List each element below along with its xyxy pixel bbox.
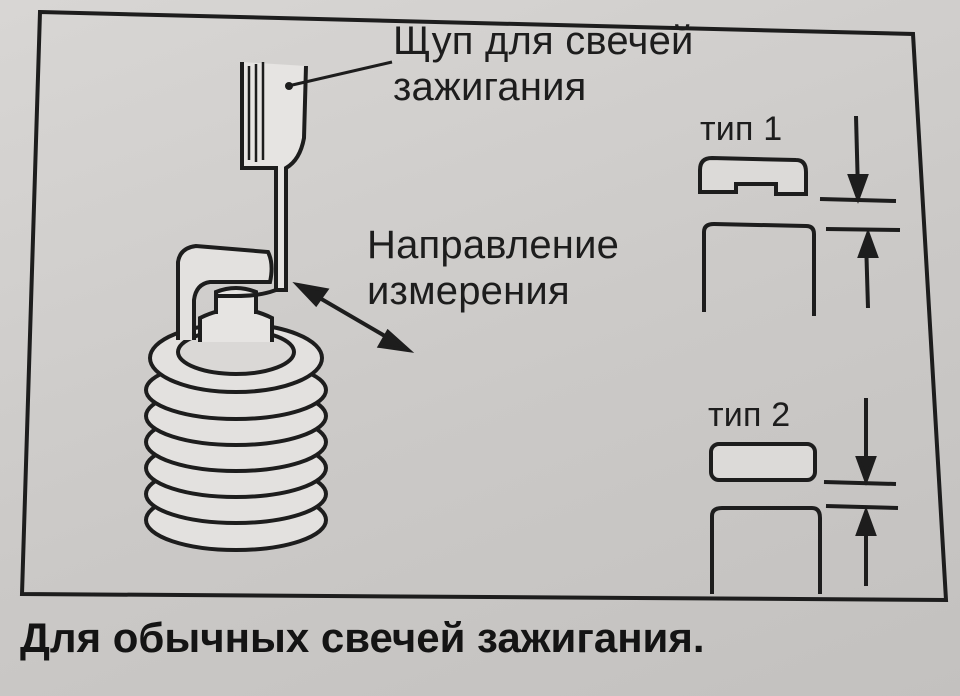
probe-label-line1: Щуп для свечей	[393, 19, 694, 63]
probe-label-line2: зажигания	[393, 65, 587, 109]
type2-ground-electrode	[709, 442, 817, 482]
type1-ground-electrode	[698, 155, 808, 196]
plug-ground-electrode	[176, 243, 274, 340]
direction-arrow	[292, 281, 415, 353]
gauge-blade	[240, 62, 308, 292]
type2-label: тип 2	[708, 396, 791, 434]
type2-center-electrode	[710, 506, 822, 594]
type1-center-electrode	[702, 221, 816, 316]
direction-label: Направление измерения	[367, 222, 619, 314]
spark-plug	[144, 243, 328, 552]
type1-diagram	[698, 115, 901, 316]
frame-border	[19, 9, 949, 603]
gauge-wire	[218, 288, 277, 298]
probe-label: Щуп для свечей зажигания	[393, 18, 694, 110]
gauge-blade-ridges	[247, 62, 265, 162]
probe-leader-dot	[285, 82, 293, 90]
type1-arrow-head-bottom	[857, 228, 879, 258]
type1-label: тип 1	[700, 110, 783, 148]
type1-ref-line-bottom	[825, 227, 901, 232]
probe-leader-line	[287, 60, 393, 88]
direction-label-line2: измерения	[367, 269, 570, 313]
type2-arrow-head-top	[855, 456, 877, 486]
type2-ref-line-bottom	[825, 504, 899, 510]
type2-diagram	[709, 398, 899, 594]
plug-center-electrode	[214, 286, 258, 314]
type2-arrow-head-bottom	[855, 506, 877, 536]
feeler-gauge	[218, 62, 308, 298]
type1-arrow-head-top	[847, 174, 869, 204]
direction-label-line1: Направление	[367, 223, 620, 267]
caption: Для обычных свечей зажигания.	[20, 614, 705, 661]
type2-ref-line-top	[823, 480, 897, 486]
